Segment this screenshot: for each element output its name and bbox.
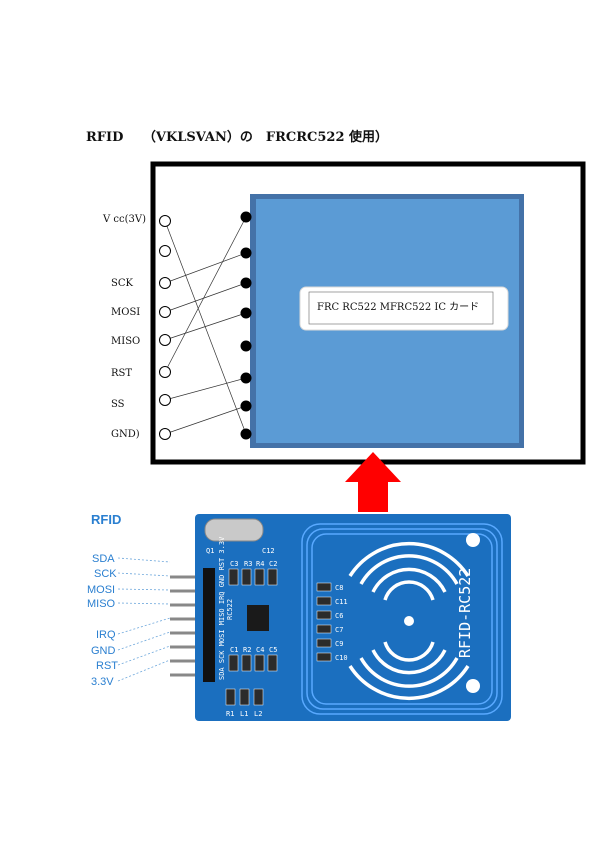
photo-label-rst: RST xyxy=(96,660,118,672)
silk-c9: C9 xyxy=(335,640,343,648)
silk-c7: C7 xyxy=(335,626,343,634)
pin-label-ss: SS xyxy=(111,399,125,410)
photo-label-gnd: GND xyxy=(91,645,116,657)
pin-label-sck: SCK xyxy=(111,278,134,289)
photo-label-33v: 3.3V xyxy=(91,676,114,688)
silk-c3: C3 xyxy=(230,560,238,568)
card-label: FRC RC522 MFRC522 IC カード xyxy=(317,301,479,313)
silk-c1: C1 xyxy=(230,646,238,654)
silk-l2: L2 xyxy=(254,710,262,718)
pin-label-gnd: GND) xyxy=(111,429,140,440)
wires xyxy=(164,216,247,435)
silk-c12: C12 xyxy=(262,547,275,555)
silk-c11: C11 xyxy=(335,598,348,606)
photo-label-sda: SDA xyxy=(92,553,115,565)
pin-label-rst: RST xyxy=(111,368,132,379)
photo-label-irq: IRQ xyxy=(96,629,116,641)
silk-c8: C8 xyxy=(335,584,343,592)
silk-c6: C6 xyxy=(335,612,343,620)
silk-c5: C5 xyxy=(269,646,277,654)
smd-components xyxy=(225,568,332,706)
silk-c4: C4 xyxy=(256,646,264,654)
silk-q1: Q1 xyxy=(206,547,214,555)
up-arrow-icon xyxy=(345,452,401,512)
left-pins xyxy=(159,215,171,440)
silk-c2: C2 xyxy=(269,560,277,568)
rfid-module-photo: RFID SDA SCK MOSI MISO IRQ GND RST 3.3V xyxy=(87,512,511,721)
photo-pin-labels: SDA SCK MOSI MISO IRQ GND RST 3.3V xyxy=(87,553,171,688)
photo-heading: RFID xyxy=(91,512,121,527)
photo-label-miso: MISO xyxy=(87,598,116,610)
silk-r2: R2 xyxy=(243,646,251,654)
silk-c10: C10 xyxy=(335,654,348,662)
silk-r1: R1 xyxy=(226,710,234,718)
silk-l1: L1 xyxy=(240,710,248,718)
photo-label-sck: SCK xyxy=(94,568,117,580)
silk-r4: R4 xyxy=(256,560,264,568)
photo-label-mosi: MOSI xyxy=(87,584,115,596)
rc522-chip xyxy=(247,605,269,631)
signal-icon xyxy=(348,541,470,701)
pin-label-vcc: V cc(3V) xyxy=(102,214,146,225)
pin-label-miso: MISO xyxy=(111,336,140,347)
page-title: RFID （VKLSVAN）の FRCRC522 使用） xyxy=(86,130,389,145)
card-pins xyxy=(240,211,252,440)
antenna-coil xyxy=(301,523,503,715)
board-title: RFID-RC522 xyxy=(456,568,474,658)
silk-r3: R3 xyxy=(244,560,252,568)
mount-hole xyxy=(466,533,480,547)
silk-chip: RC522 xyxy=(226,599,234,620)
crystal xyxy=(204,518,264,542)
mount-hole xyxy=(466,679,480,693)
pin-label-mosi: MOSI xyxy=(111,307,140,318)
silk-pin-names: SDA SCK MOSI MISO IRQ GND RST 3.3V xyxy=(218,536,226,680)
